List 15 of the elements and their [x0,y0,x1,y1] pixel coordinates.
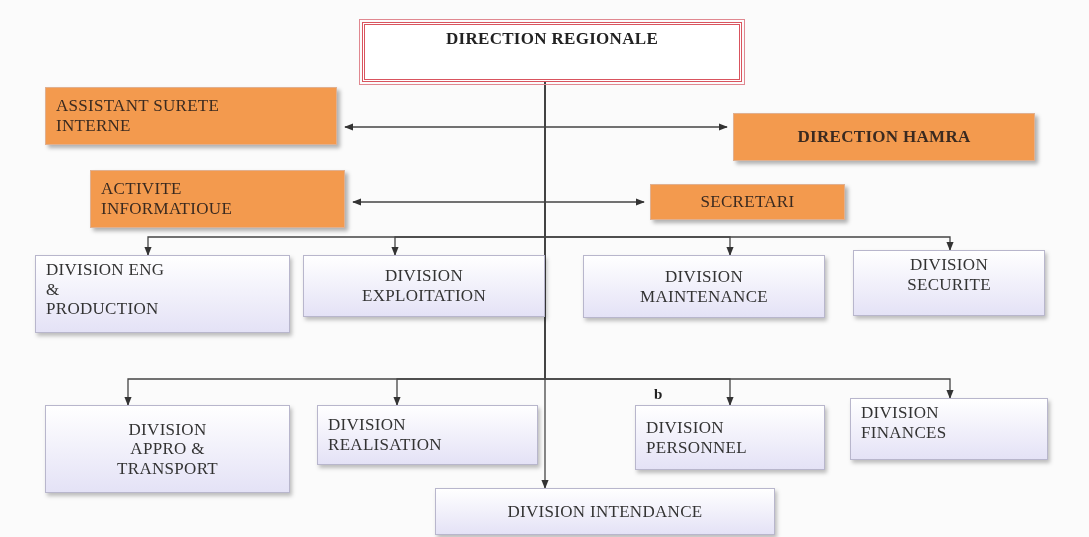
division-box: DIVISION ENG & PRODUCTION [35,255,290,333]
staff-box: ASSISTANT SURETE INTERNE [45,87,337,145]
division-box: DIVISION MAINTENANCE [583,255,825,318]
staff-box: SECRETARI [650,184,845,220]
head-office-box: DIRECTION REGIONALE [362,22,742,82]
division-box: DIVISION APPRO & TRANSPORT [45,405,290,493]
division-box: DIVISION REALISATION [317,405,538,465]
division-box: DIVISION INTENDANCE [435,488,775,535]
staff-box: ACTIVITE INFORMATIOUE [90,170,345,228]
staff-box: DIRECTION HAMRA [733,113,1035,161]
division-box: DIVISION SECURITE [853,250,1045,316]
division-box: DIVISION FINANCES [850,398,1048,460]
marker-letter: b [654,386,663,403]
division-box: DIVISION PERSONNEL [635,405,825,470]
division-box: DIVISION EXPLOITATION [303,255,545,317]
